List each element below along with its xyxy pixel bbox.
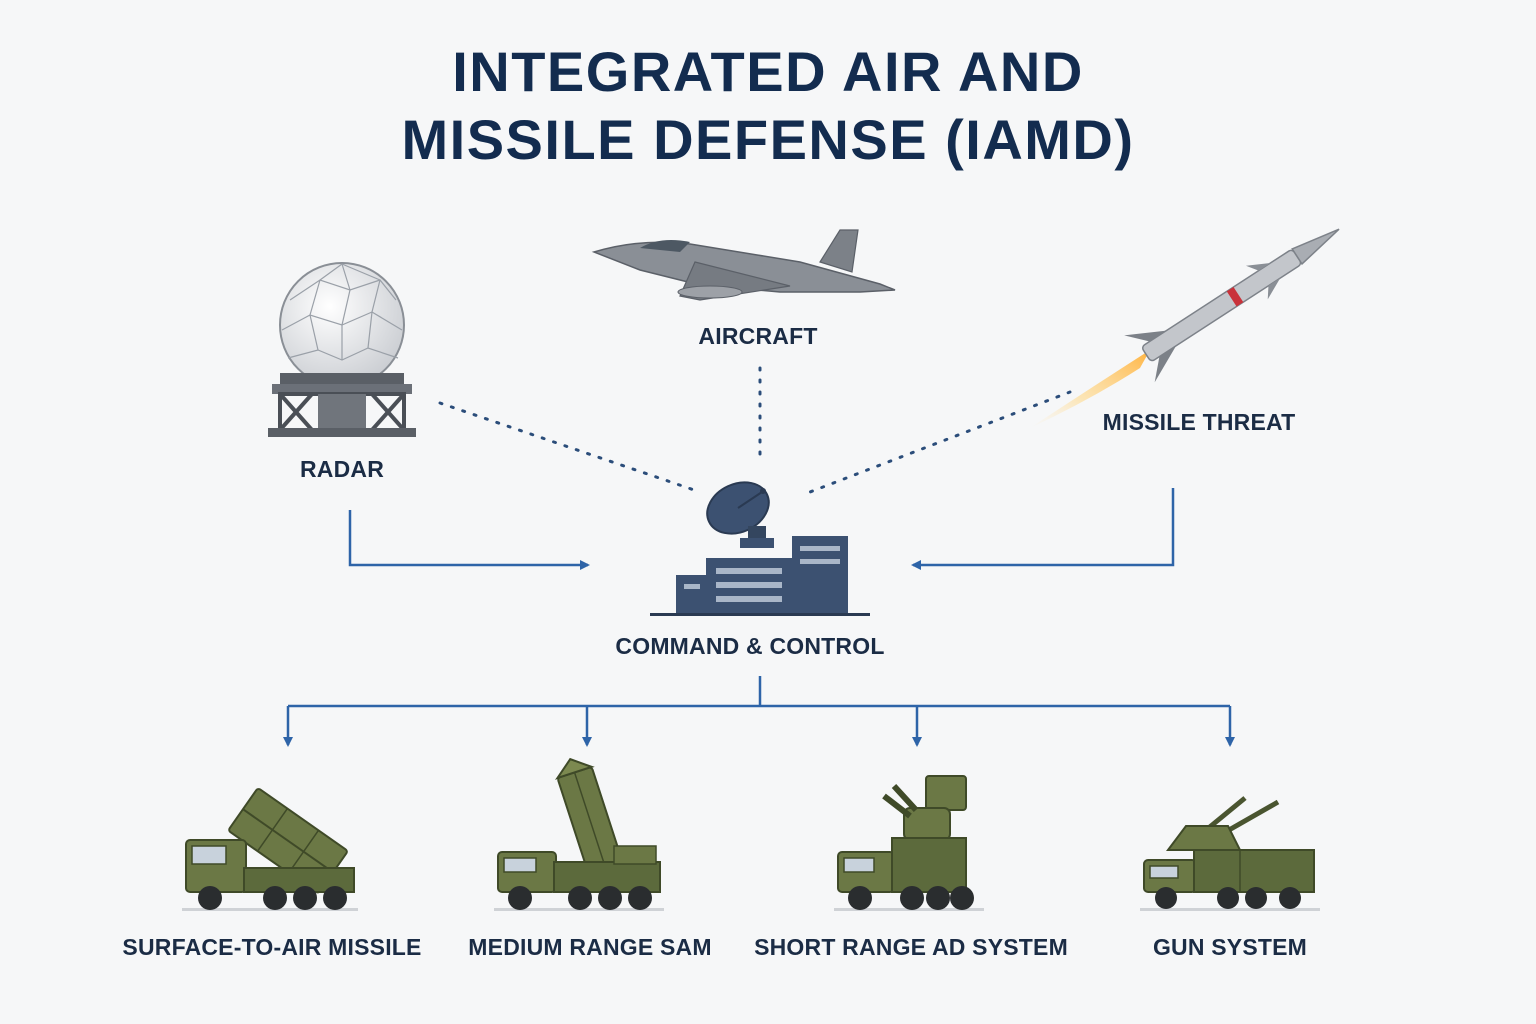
radar-link [438, 401, 702, 494]
radar-to-c2-arrow [348, 510, 590, 570]
title-line-2: MISSILE DEFENSE (IAMD) [401, 108, 1135, 171]
radar-dome-icon [268, 262, 416, 437]
missile-link [808, 390, 1072, 494]
effector-label-gun-system: GUN SYSTEM [1152, 934, 1308, 960]
effector-label-medium-sam: MEDIUM RANGE SAM [468, 934, 712, 960]
title-line-1: INTEGRATED AIR AND [452, 40, 1084, 103]
sam-launcher-truck-icon [182, 788, 358, 911]
threat-to-c2-arrow [911, 488, 1175, 570]
short-range-ad-truck-icon [834, 775, 984, 911]
fighter-jet-icon [591, 229, 896, 301]
command-control-label: COMMAND & CONTROL [615, 633, 885, 659]
medium-sam-truck-icon [494, 757, 664, 911]
radar-label: RADAR [299, 456, 385, 482]
effector-label-sam: SURFACE-TO-AIR MISSILE [122, 934, 422, 960]
distribution-tree [283, 676, 1235, 747]
page-title: INTEGRATED AIR AND MISSILE DEFENSE (IAMD… [0, 38, 1536, 174]
gun-system-truck-icon [1140, 796, 1320, 911]
command-center-icon [650, 481, 870, 616]
input-arrows [348, 488, 1175, 570]
missile-threat-label: MISSILE THREAT [1102, 409, 1296, 435]
effector-label-short-range-ad: SHORT RANGE AD SYSTEM [754, 934, 1068, 960]
missile-icon [1030, 228, 1340, 428]
dotted-links [438, 366, 1072, 494]
aircraft-label: AIRCRAFT [698, 323, 818, 349]
